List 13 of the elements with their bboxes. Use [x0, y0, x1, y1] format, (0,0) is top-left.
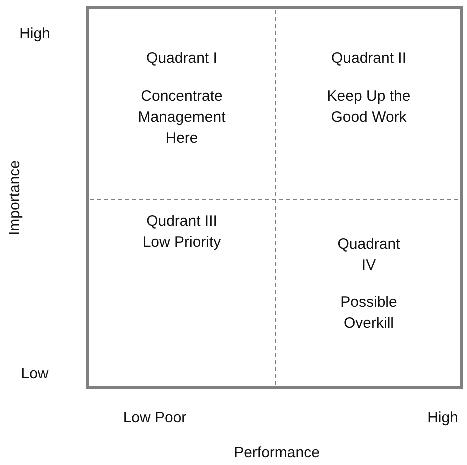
quadrant-title: Quadrant II	[331, 49, 407, 69]
quadrant-title: Qudrant III Low Priority	[142, 212, 222, 253]
axis-title: Performance	[234, 444, 320, 462]
axis-tick-label: Low	[21, 366, 49, 382]
quadrant-description: Concentrate Management Here	[137, 87, 227, 149]
quadrant-title: Quadrant IV	[336, 235, 402, 276]
axis-title: Importance	[6, 160, 24, 236]
quadrant-description: Keep Up the Good Work	[326, 87, 412, 128]
axis-tick-label: High	[20, 26, 50, 42]
axis-tick-label: High	[428, 410, 458, 426]
axis-tick-label: Low Poor	[123, 410, 187, 426]
quadrant-title: Quadrant I	[146, 49, 218, 69]
quadrant-description: Possible Overkill	[340, 293, 398, 334]
